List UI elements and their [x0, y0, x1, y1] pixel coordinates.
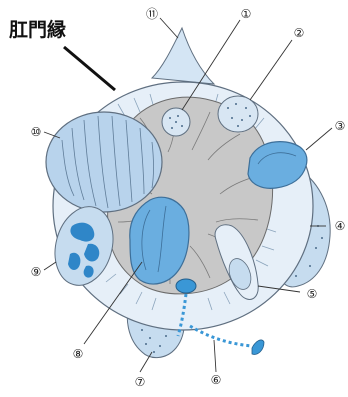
anal-verge-pointer [64, 47, 115, 90]
lesion-10-large-lobe [46, 112, 162, 212]
lesion-2-dotted-nodule [218, 96, 258, 132]
marker-5: ⑤ [307, 287, 318, 301]
marker-9: ⑨ [31, 265, 42, 279]
lesion-1-small-nodule [162, 108, 190, 136]
marker-4: ④ [335, 219, 346, 233]
marker-6: ⑥ [211, 373, 222, 387]
marker-8: ⑧ [73, 347, 84, 361]
marker-7: ⑦ [135, 375, 146, 389]
marker-10: ⑩ [31, 125, 42, 139]
marker-11: ⑪ [146, 7, 158, 21]
marker-1: ① [241, 7, 252, 21]
marker-3: ③ [335, 119, 346, 133]
anal-verge-label: 肛門縁 [9, 18, 66, 41]
marker-2: ② [294, 26, 305, 40]
